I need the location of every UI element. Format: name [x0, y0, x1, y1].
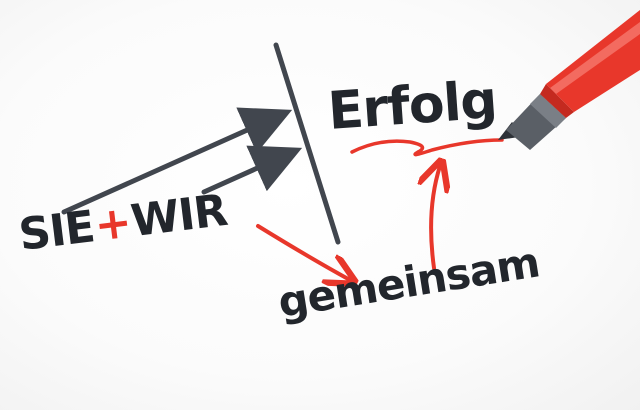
divider-line: [273, 42, 341, 245]
red-arrow-to-erfolg: [431, 166, 440, 270]
sie-word: SIE: [16, 201, 97, 261]
gray-arrow-upper: [61, 107, 293, 215]
erfolg-underline: [350, 138, 504, 157]
red-arrow-to-gemeinsam: [256, 224, 350, 280]
gray-arrow-lower: [201, 145, 303, 195]
erfolg-word: Erfolg: [326, 70, 499, 142]
red-felt-tip-marker-icon: [498, 10, 640, 150]
plus-sign: +: [91, 196, 134, 252]
